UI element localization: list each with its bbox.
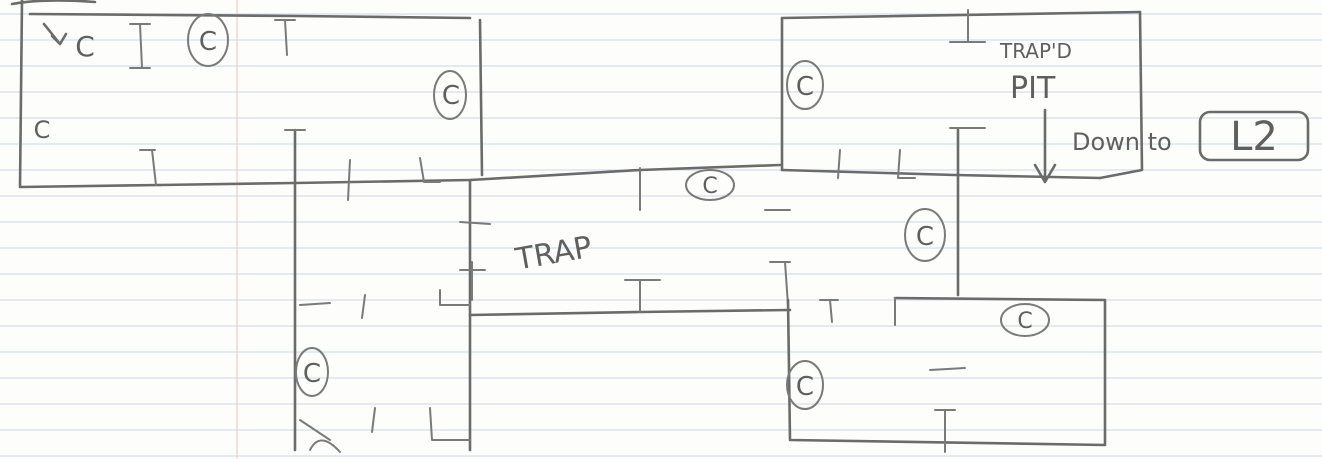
- room-marker-label: C: [75, 30, 95, 63]
- door-icon: [929, 367, 966, 371]
- room-markers: C C C C C C C C C C: [34, 13, 1050, 410]
- door-icon: [139, 149, 157, 186]
- room-marker-circle: [433, 70, 467, 120]
- door-icon: [934, 409, 956, 453]
- level-label: L2: [1230, 114, 1278, 160]
- room-marker-circle: [786, 360, 824, 410]
- notebook-ruled-lines: [0, 13, 1322, 457]
- door-icon: [371, 407, 376, 433]
- door-icon: [347, 159, 351, 201]
- door-icon: [624, 279, 661, 313]
- room-marker-circle: [685, 169, 735, 201]
- door-icon: [459, 221, 491, 225]
- room-marker-label: C: [303, 359, 321, 389]
- door-icon: [769, 261, 791, 306]
- door-icon: [439, 289, 471, 306]
- entry-arrow-icon: [42, 22, 68, 46]
- room-marker-label: C: [796, 72, 814, 102]
- door-icon: [459, 261, 486, 301]
- room-marker-label: C: [34, 116, 51, 144]
- room-top-left: [10, 0, 484, 189]
- room-marker-circle: [1000, 303, 1050, 337]
- door-icon: [129, 23, 151, 69]
- door-icon: [274, 19, 296, 56]
- room-marker-label: C: [916, 222, 934, 252]
- room-marker-circle-partial: [299, 419, 341, 453]
- door-icon: [949, 9, 986, 43]
- door-icon: [419, 157, 441, 183]
- trapped-pit-label-line1: TRAP'D: [999, 39, 1072, 63]
- door-icon: [429, 407, 471, 441]
- room-marker-circle: [904, 208, 946, 262]
- room-marker-label: C: [199, 27, 217, 57]
- trapped-pit-label-line2: PIT: [1010, 71, 1056, 106]
- door-icon: [897, 149, 916, 179]
- level-box: [1198, 110, 1310, 162]
- room-marker-label: C: [796, 372, 814, 402]
- room-marker-circle: [295, 347, 329, 397]
- room-marker-circle: [786, 60, 824, 110]
- down-arrow-icon: [1033, 108, 1057, 184]
- door-icon: [819, 299, 839, 323]
- down-to-label: Down to: [1072, 128, 1172, 156]
- door-icon: [837, 149, 841, 179]
- room-marker-circle: [187, 13, 229, 67]
- corridors: [158, 128, 792, 453]
- door-icon: [299, 302, 331, 306]
- room-marker-label: C: [442, 81, 460, 111]
- room-bottom-right: [786, 296, 1107, 453]
- room-marker-label: C: [702, 174, 717, 199]
- room-marker-label: C: [1017, 309, 1032, 334]
- trap-label: TRAP: [512, 230, 594, 278]
- room-top-right: [780, 9, 1144, 297]
- door-icon: [361, 294, 366, 319]
